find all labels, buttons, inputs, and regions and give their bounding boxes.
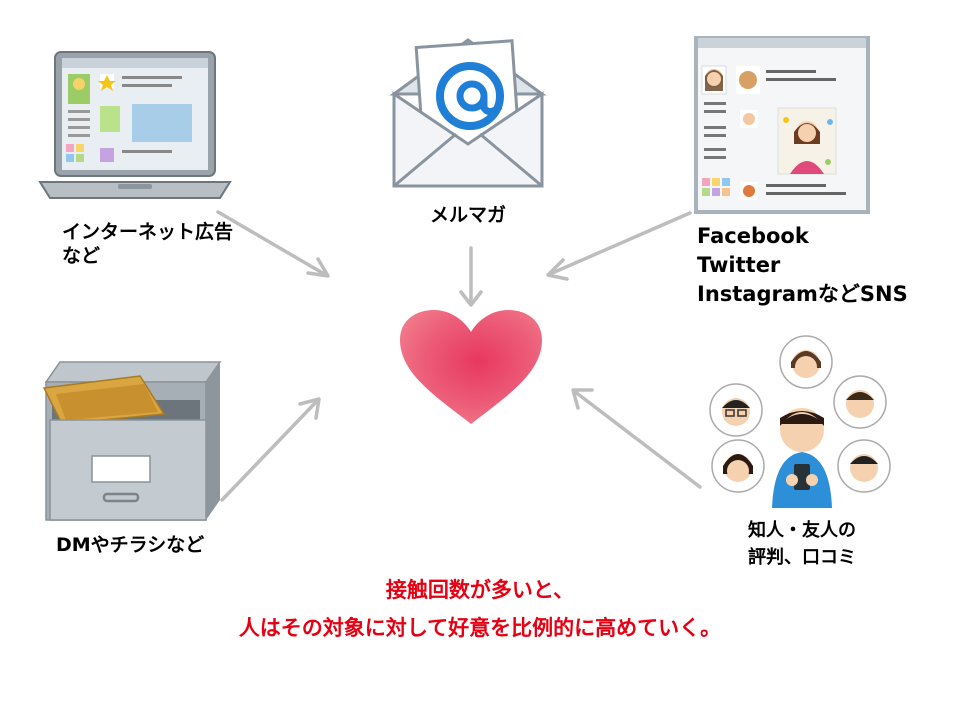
caption-line-2: 人はその対象に対して好意を比例的に高めていく。: [238, 616, 722, 640]
heart-icon: [400, 310, 542, 424]
caption-line-1: 接触回数が多いと、: [385, 578, 575, 602]
arrow-from-internet-ad: [216, 210, 330, 278]
arrow-from-dm: [220, 397, 321, 502]
label-dm: DMやチラシなど: [56, 534, 205, 556]
label-mailmag: メルマガ: [430, 204, 507, 226]
label-internet-ad: インターネット広告 など: [62, 221, 234, 267]
label-word-of-mouth: 知人・友人の 評判、口コミ: [748, 520, 856, 568]
laptop-icon: [38, 51, 232, 199]
arrow-from-sns: [546, 211, 692, 281]
label-sns: Facebook Twitter InstagramなどSNS: [697, 224, 908, 306]
sns-browser-icon: [694, 36, 870, 214]
envelope-icon: [389, 38, 547, 188]
arrow-from-mailmag: [459, 246, 483, 307]
arrow-from-word-of-mouth: [571, 388, 702, 489]
file-cabinet-icon: [42, 361, 222, 521]
people-talking-icon: [709, 335, 891, 508]
